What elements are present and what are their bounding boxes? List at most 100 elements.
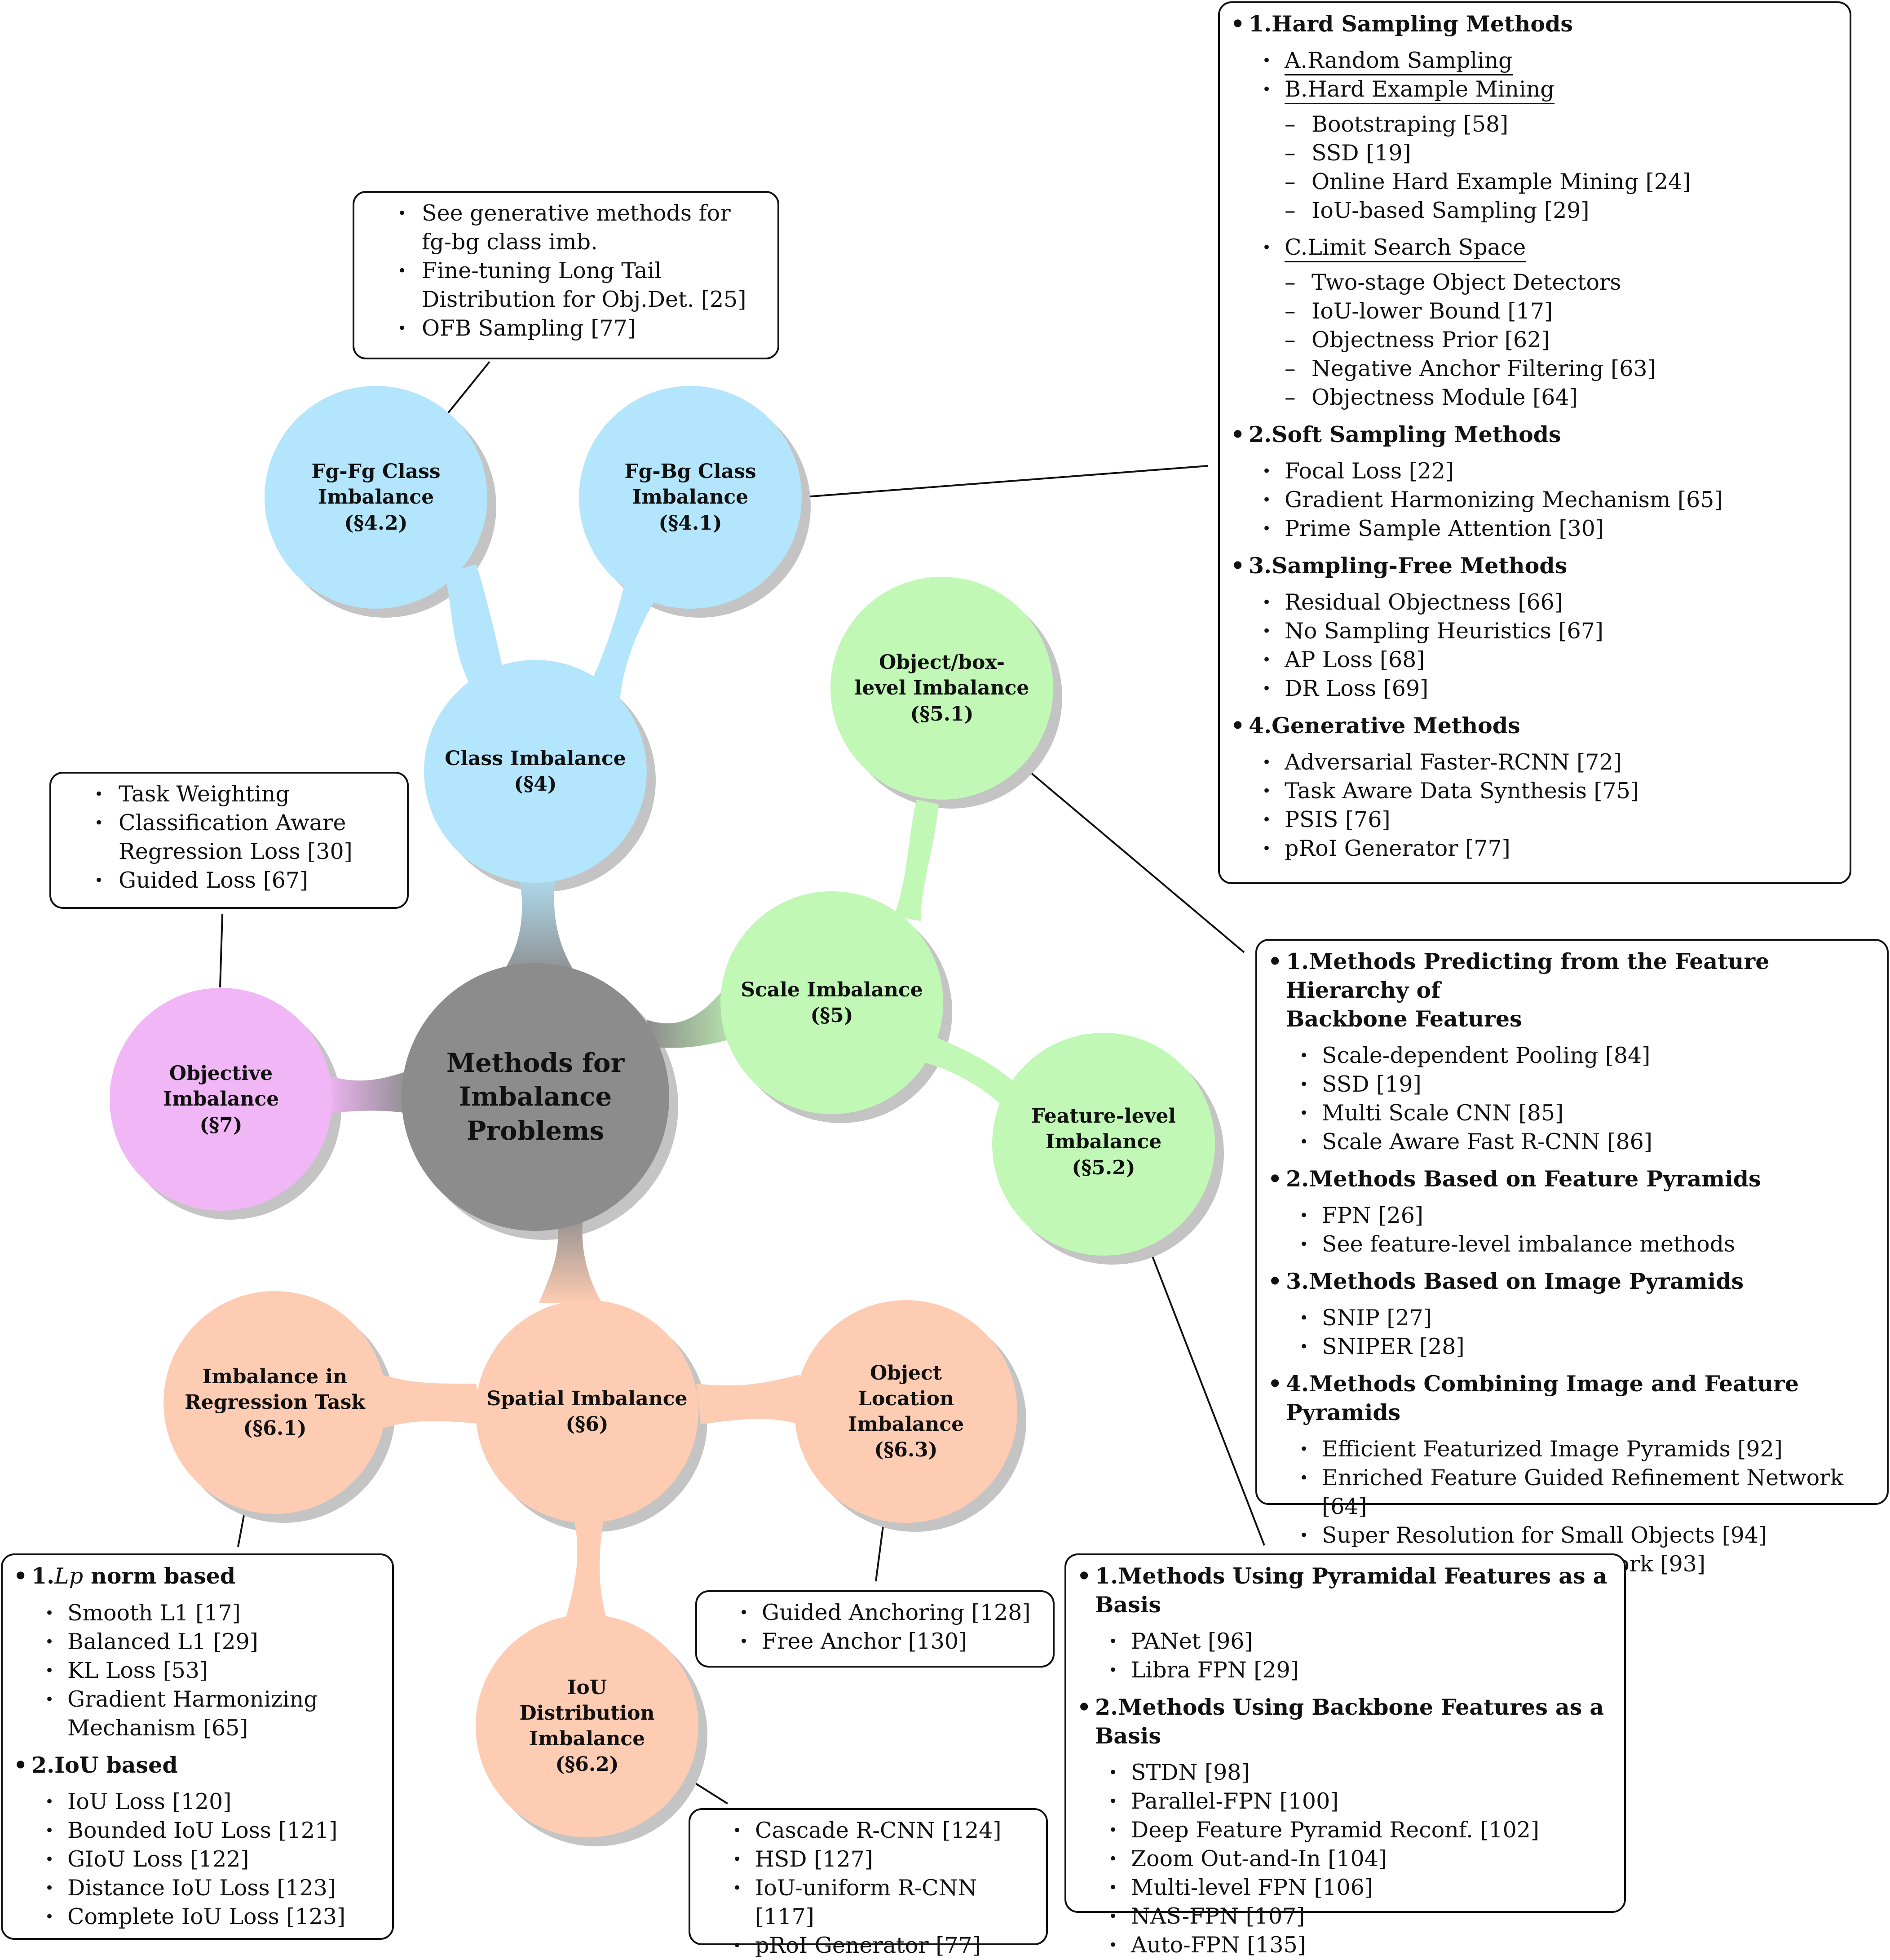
section-heading: 1.Methods Predicting from the Feature Hi… — [1266, 947, 1878, 1004]
objective-node-circle — [110, 988, 332, 1211]
fgbg-node-circle — [579, 386, 802, 609]
list-item: Adversarial Faster-RCNN [72] — [1229, 748, 1841, 777]
regression-methods-box: 1.Lp norm based Smooth L1 [17] Balanced … — [1, 1553, 394, 1940]
root-node-circle — [402, 963, 669, 1231]
list-item: Scale Aware Fast R-CNN [86] — [1266, 1128, 1878, 1156]
iou-dist-line-3: Imbalance — [529, 1727, 645, 1750]
list-item: NAS-FPN [107] — [1075, 1902, 1615, 1931]
list-item: pRoI Generator [77] — [1229, 834, 1841, 863]
objbox-line-2: level Imbalance — [854, 677, 1029, 700]
line-objbox-box — [1016, 761, 1245, 953]
list-item: Multi-level FPN [106] — [1075, 1873, 1615, 1902]
fgbg-line-2: Imbalance — [632, 486, 749, 509]
objbox-line-3: (§5.1) — [910, 702, 974, 726]
list-item: Libra FPN [29] — [1075, 1656, 1615, 1685]
fgbg-line-1: Fg-Bg Class — [624, 460, 756, 483]
list-item: Guided Loss [67] — [60, 866, 398, 895]
list-item-continuation: Regression Loss [30] — [119, 839, 353, 864]
spatial-line-2: (§6) — [565, 1413, 609, 1436]
iou-methods-box: Cascade R-CNN [124] HSD [127] IoU-unifor… — [689, 1808, 1048, 1960]
location-line-4: (§6.3) — [874, 1438, 938, 1462]
iou-dist-line-2: Distribution — [519, 1701, 655, 1725]
fgfg-line-3: (§4.2) — [344, 511, 408, 535]
line-fgbg-box — [799, 465, 1209, 498]
feature-node-label: Feature-level Imbalance (§5.2) — [991, 1102, 1216, 1182]
list-item: GIoU Loss [122] — [12, 1845, 383, 1874]
iou-dist-line-1: IoU — [567, 1676, 607, 1699]
list-item: Parallel-FPN [100] — [1075, 1787, 1615, 1816]
list-item: Smooth L1 [17] — [12, 1599, 383, 1628]
objective-line-1: Objective Imbalance — [163, 1062, 279, 1111]
list-item: Enriched Feature Guided Refinement Netwo… — [1266, 1464, 1878, 1521]
spatial-line-1: Spatial Imbalance — [486, 1387, 688, 1410]
line-objective-box — [219, 914, 223, 988]
list-item: Prime Sample Attention [30] — [1229, 514, 1841, 543]
location-node-circle — [795, 1300, 1017, 1523]
subsection-heading: B.Hard Example Mining — [1229, 75, 1841, 104]
section-heading: 1.Methods Using Pyramidal Features as a … — [1075, 1562, 1615, 1619]
class-line-2: (§4) — [514, 773, 557, 796]
section-heading: 2.Methods Based on Feature Pyramids — [1266, 1164, 1878, 1193]
iou-dist-line-4: (§6.2) — [555, 1753, 619, 1776]
location-line-1: Object — [870, 1361, 942, 1385]
feature-line-1: Feature-level — [1031, 1105, 1176, 1128]
objbox-methods-box: 1.Methods Predicting from the Feature Hi… — [1255, 939, 1889, 1579]
regression-line-3: (§6.1) — [243, 1416, 307, 1440]
list-item: Auto-FPN [135] — [1075, 1931, 1615, 1960]
subsection-heading: C.Limit Search Space — [1229, 233, 1841, 262]
list-item-continuation: fg-bg class imb. — [422, 229, 598, 255]
list-item: pRoI Generator [77] — [699, 1931, 1037, 1960]
list-item: DR Loss [69] — [1229, 674, 1841, 703]
section-heading: 3.Methods Based on Image Pyramids — [1266, 1267, 1878, 1296]
list-item: Objectness Module [64] — [1229, 383, 1841, 412]
list-item: Free Anchor [130] — [706, 1627, 1044, 1656]
fgfg-methods-box: See generative methods for fg-bg class i… — [353, 191, 779, 359]
section-heading-continuation: Backbone Features — [1286, 1006, 1522, 1032]
list-item: Bounded IoU Loss [121] — [12, 1816, 383, 1845]
list-item: IoU Loss [120] — [12, 1787, 383, 1816]
connector-lines — [219, 361, 1265, 1805]
location-methods-box: Guided Anchoring [128] Free Anchor [130] — [695, 1590, 1055, 1668]
root-line-1: Methods for — [446, 1047, 625, 1078]
objbox-node-label: Object/box- level Imbalance (§5.1) — [830, 648, 1054, 729]
line-regression-box — [237, 1510, 246, 1547]
list-item: Cascade R-CNN [124] — [699, 1816, 1037, 1845]
list-item: Task Weighting — [60, 780, 398, 809]
root-line-2: Imbalance Problems — [459, 1081, 612, 1146]
regression-line-1: Imbalance in — [202, 1365, 348, 1389]
scale-node-circle — [720, 891, 943, 1114]
list-item: Focal Loss [22] — [1229, 457, 1841, 486]
list-item: OFB Sampling [77] — [363, 314, 768, 343]
line-fgfg-box — [442, 361, 490, 421]
list-item: See feature-level imbalance methods — [1266, 1230, 1878, 1259]
iou-dist-node-circle — [476, 1615, 698, 1837]
list-item: Fine-tuning Long Tail — [363, 257, 768, 285]
location-node-label: Object Location Imbalance (§6.3) — [794, 1358, 1018, 1465]
scale-line-1: Scale Imbalance — [741, 978, 923, 1001]
list-item: Classification Aware — [60, 809, 398, 837]
list-item: Super Resolution for Small Objects [94] — [1266, 1521, 1878, 1550]
class-line-1: Class Imbalance — [445, 747, 626, 770]
line-location-box — [875, 1519, 885, 1582]
list-item: Task Aware Data Synthesis [75] — [1229, 777, 1841, 805]
list-item: Deep Feature Pyramid Reconf. [102] — [1075, 1816, 1615, 1845]
section-heading: 4.Generative Methods — [1229, 711, 1841, 740]
list-item: Efficient Featurized Image Pyramids [92] — [1266, 1435, 1878, 1464]
fgfg-node-circle — [265, 386, 487, 609]
objective-methods-box: Task Weighting Classification Aware Regr… — [49, 772, 409, 909]
list-item: Objectness Prior [62] — [1229, 326, 1841, 354]
list-item: KL Loss [53] — [12, 1656, 383, 1685]
section-heading: 3.Sampling-Free Methods — [1229, 551, 1841, 580]
list-item: Multi Scale CNN [85] — [1266, 1099, 1878, 1128]
list-item: PSIS [76] — [1229, 805, 1841, 834]
list-item: AP Loss [68] — [1229, 646, 1841, 674]
root-node-label: Methods for Imbalance Problems — [401, 1025, 670, 1169]
section-heading: 2.Methods Using Backbone Features as a B… — [1075, 1693, 1615, 1750]
location-line-2: Location — [858, 1387, 954, 1410]
list-item: Bootstraping [58] — [1229, 110, 1841, 139]
list-item: Complete IoU Loss [123] — [12, 1902, 383, 1931]
list-item: No Sampling Heuristics [67] — [1229, 617, 1841, 646]
scale-node-label: Scale Imbalance (§5) — [720, 976, 944, 1030]
list-item: See generative methods for — [363, 199, 768, 228]
regression-line-2: Regression Task — [185, 1391, 365, 1414]
